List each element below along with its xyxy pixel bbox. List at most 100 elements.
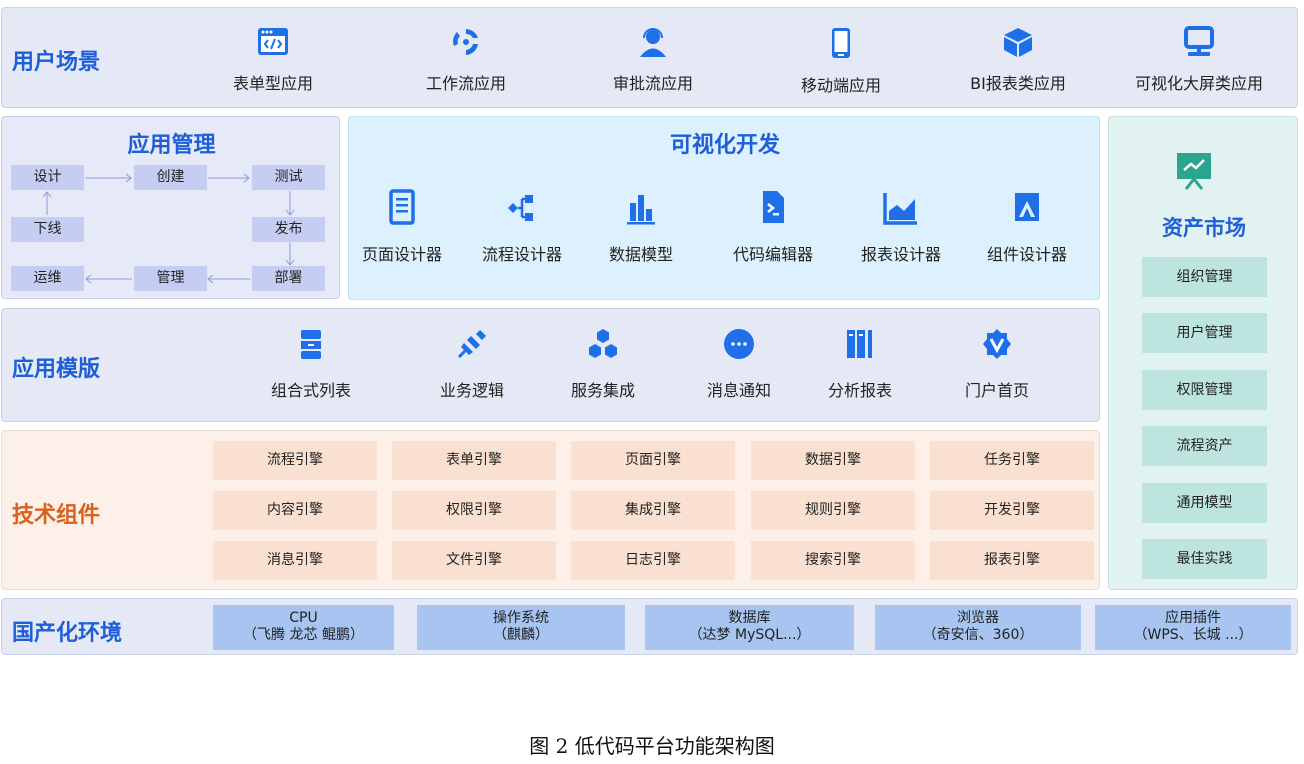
engine-item: 流程引擎 (213, 441, 377, 480)
scenario-bi-app: BI报表类应用 (933, 26, 1103, 94)
engine-item: 搜索引擎 (751, 541, 915, 580)
app-templates-title: 应用模版 (12, 357, 101, 382)
figure-caption: 图 2 低代码平台功能架构图 (529, 734, 775, 758)
vd-code-editor: 代码编辑器 (711, 189, 835, 265)
engine-item: 页面引擎 (571, 441, 735, 480)
engine-item: 日志引擎 (571, 541, 735, 580)
mobile-phone-icon (832, 28, 850, 58)
tech-components-title: 技术组件 (12, 503, 101, 528)
tech-components-band: 技术组件 流程引擎 表单引擎 页面引擎 数据引擎 任务引擎 内容引擎 权限引擎 … (1, 430, 1100, 590)
vd-label: 报表设计器 (860, 245, 941, 264)
chat-bubble-icon (724, 329, 754, 359)
tpl-label: 组合式列表 (270, 381, 351, 400)
env-database: 数据库 （达梦 MySQL...） (645, 605, 854, 650)
tpl-analysis-report: 分析报表 (785, 327, 935, 401)
presentation-chart-icon (1177, 153, 1211, 190)
tpl-message-notify: 消息通知 (664, 327, 814, 401)
vd-label: 组件设计器 (986, 245, 1067, 264)
asset-item: 最佳实践 (1142, 539, 1267, 579)
domestic-env-band: 国产化环境 CPU （飞腾 龙芯 鲲鹏） 操作系统 （麒麟） 数据库 （达梦 M… (1, 598, 1298, 655)
document-icon (389, 189, 415, 225)
user-scenarios-band: 用户场景 表单型应用 工作流应用 审批流应用 (1, 7, 1298, 108)
tpl-label: 服务集成 (570, 381, 635, 400)
asset-item: 流程资产 (1142, 426, 1267, 466)
area-chart-icon (883, 193, 917, 225)
scenario-approval-app: 审批流应用 (568, 26, 738, 94)
engine-item: 内容引擎 (213, 491, 377, 530)
app-management-panel: 应用管理 设计 创建 测试 下线 发布 运维 管理 部署 (1, 116, 340, 299)
engine-item: 集成引擎 (571, 491, 735, 530)
user-headset-icon (640, 28, 666, 57)
env-line1: 应用插件 (1165, 610, 1221, 626)
monitor-icon (1184, 26, 1214, 56)
stack-list-icon (301, 330, 321, 359)
tpl-composite-list: 组合式列表 (236, 327, 386, 401)
env-line1: CPU (289, 610, 318, 626)
vd-label: 流程设计器 (481, 245, 562, 264)
visual-dev-panel: 可视化开发 页面设计器 流程设计器 数据模型 (348, 116, 1100, 300)
vd-data-model: 数据模型 (579, 189, 703, 265)
step-publish: 发布 (252, 217, 325, 242)
code-window-icon (258, 28, 288, 55)
step-offline: 下线 (11, 217, 84, 242)
engine-item: 表单引擎 (392, 441, 556, 480)
engine-item: 消息引擎 (213, 541, 377, 580)
domestic-env-title: 国产化环境 (12, 621, 123, 646)
scenario-workflow-app: 工作流应用 (381, 26, 551, 94)
engine-item: 任务引擎 (930, 441, 1094, 480)
env-line1: 操作系统 (493, 610, 549, 626)
flow-nodes-icon (508, 195, 533, 221)
scenario-label: 移动端应用 (800, 76, 881, 95)
user-scenarios-title: 用户场景 (12, 50, 101, 75)
env-browser: 浏览器 （奇安信、360） (875, 605, 1081, 650)
asset-item: 通用模型 (1142, 483, 1267, 523)
vd-component-designer: 组件设计器 (965, 189, 1089, 265)
scenario-form-app: 表单型应用 (188, 26, 358, 94)
tpl-business-logic: 业务逻辑 (397, 327, 547, 401)
vd-page-designer: 页面设计器 (340, 189, 464, 265)
cycle-arrows-icon (453, 29, 478, 55)
step-manage: 管理 (134, 266, 207, 291)
code-file-icon (763, 191, 784, 223)
env-cpu: CPU （飞腾 龙芯 鲲鹏） (213, 605, 394, 650)
engine-item: 数据引擎 (751, 441, 915, 480)
engine-item: 文件引擎 (392, 541, 556, 580)
scenario-label: 审批流应用 (612, 74, 693, 93)
triangle-component-icon (1015, 193, 1039, 221)
scenario-label: 可视化大屏类应用 (1134, 74, 1263, 93)
engine-item: 规则引擎 (751, 491, 915, 530)
visual-dev-title: 可视化开发 (669, 133, 780, 158)
scenario-label: 表单型应用 (232, 74, 313, 93)
app-management-title: 应用管理 (127, 133, 216, 158)
tpl-label: 消息通知 (706, 381, 771, 400)
scenario-label: BI报表类应用 (970, 74, 1066, 93)
step-deploy: 部署 (252, 266, 325, 291)
env-line1: 数据库 (728, 610, 771, 626)
asset-item: 组织管理 (1142, 257, 1267, 297)
scenario-label: 工作流应用 (425, 74, 506, 93)
tpl-label: 门户首页 (964, 381, 1029, 400)
tpl-label: 分析报表 (827, 381, 892, 400)
tpl-service-integration: 服务集成 (528, 327, 678, 401)
vd-report-designer: 报表设计器 (839, 189, 963, 265)
step-design: 设计 (11, 165, 84, 190)
asset-item: 用户管理 (1142, 313, 1267, 353)
step-create: 创建 (134, 165, 207, 190)
env-plugins: 应用插件 （WPS、长城 ...） (1095, 605, 1291, 650)
step-test: 测试 (252, 165, 325, 190)
env-line2: （WPS、长城 ...） (1133, 627, 1253, 643)
book-columns-icon (847, 330, 872, 358)
vd-label: 数据模型 (608, 245, 673, 264)
vd-label: 代码编辑器 (732, 245, 813, 264)
lifecycle-arrows (42, 173, 295, 284)
env-line2: （飞腾 龙芯 鲲鹏） (243, 627, 364, 643)
asset-item: 权限管理 (1142, 370, 1267, 410)
asset-market-panel: 资产市场 组织管理 用户管理 权限管理 流程资产 通用模型 最佳实践 (1108, 116, 1298, 590)
env-line2: （麒麟） (493, 627, 549, 643)
asset-market-title: 资产市场 (1162, 216, 1246, 240)
badge-v-icon (983, 329, 1011, 359)
bar-chart-icon (627, 195, 655, 225)
scenario-bigscreen-app: 可视化大屏类应用 (1114, 26, 1284, 94)
engine-item: 权限引擎 (392, 491, 556, 530)
engine-item: 开发引擎 (930, 491, 1094, 530)
